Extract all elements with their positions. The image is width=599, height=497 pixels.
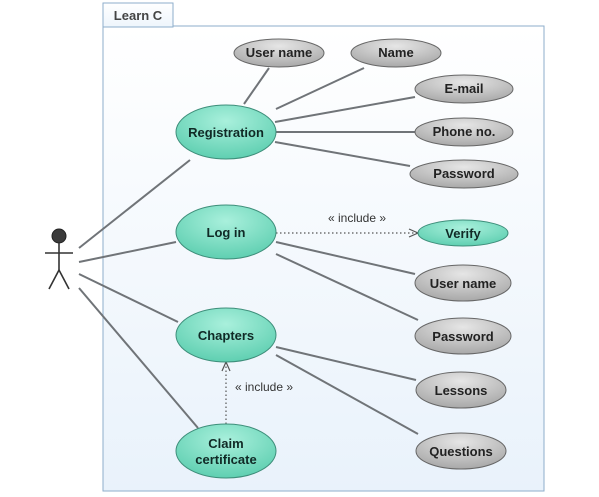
use-case-registration-label: Registration <box>188 125 264 140</box>
attr-questions[interactable]: Questions <box>415 432 507 470</box>
attr-reg-name-label: Name <box>378 45 413 60</box>
assoc-registration-name <box>275 67 365 110</box>
assoc-login-password <box>275 253 419 321</box>
use-case-claim-label-line1: Claim <box>208 436 243 451</box>
attr-reg-username-label: User name <box>246 45 312 60</box>
include-label-claim: « include » <box>235 380 293 394</box>
include-label-login: « include » <box>328 211 386 225</box>
assoc-actor-registration <box>78 159 191 249</box>
attr-login-password[interactable]: Password <box>414 317 512 355</box>
attr-reg-name[interactable]: Name <box>350 38 442 68</box>
assoc-actor-chapters <box>78 273 179 323</box>
attr-lessons[interactable]: Lessons <box>415 371 507 409</box>
use-case-login-label: Log in <box>207 225 246 240</box>
use-case-login[interactable]: Log in <box>175 204 277 260</box>
assoc-actor-login <box>78 241 177 263</box>
use-case-claim-certificate[interactable]: Claim certificate <box>175 423 277 479</box>
attr-reg-password-label: Password <box>433 166 494 181</box>
system-tab[interactable]: Learn C <box>102 2 174 28</box>
use-case-verify-label: Verify <box>445 226 481 241</box>
attr-lessons-label: Lessons <box>435 383 488 398</box>
assoc-chapters-lessons <box>275 346 417 381</box>
system-boundary[interactable] <box>102 25 545 492</box>
attr-login-password-label: Password <box>432 329 493 344</box>
assoc-registration-password <box>274 141 411 167</box>
system-title: Learn C <box>114 8 163 23</box>
use-case-registration[interactable]: Registration <box>175 104 277 160</box>
attr-reg-phone-label: Phone no. <box>433 124 496 139</box>
attr-questions-label: Questions <box>429 444 493 459</box>
attr-reg-email[interactable]: E-mail <box>414 74 514 104</box>
attr-reg-username[interactable]: User name <box>233 38 325 68</box>
use-case-chapters[interactable]: Chapters <box>175 307 277 363</box>
actor-figure[interactable] <box>45 228 73 290</box>
attr-login-username[interactable]: User name <box>414 264 512 302</box>
attr-reg-phone[interactable]: Phone no. <box>414 117 514 147</box>
use-case-chapters-label: Chapters <box>198 328 254 343</box>
attr-reg-password[interactable]: Password <box>409 159 519 189</box>
assoc-registration-email <box>274 96 416 123</box>
use-case-claim-label-line2: certificate <box>195 452 256 467</box>
attr-reg-email-label: E-mail <box>444 81 483 96</box>
assoc-chapters-questions <box>275 354 419 435</box>
attr-login-username-label: User name <box>430 276 496 291</box>
assoc-registration-username <box>243 67 270 105</box>
use-case-verify[interactable]: Verify <box>417 219 509 247</box>
assoc-login-username <box>275 241 416 275</box>
assoc-actor-claim <box>78 287 199 429</box>
